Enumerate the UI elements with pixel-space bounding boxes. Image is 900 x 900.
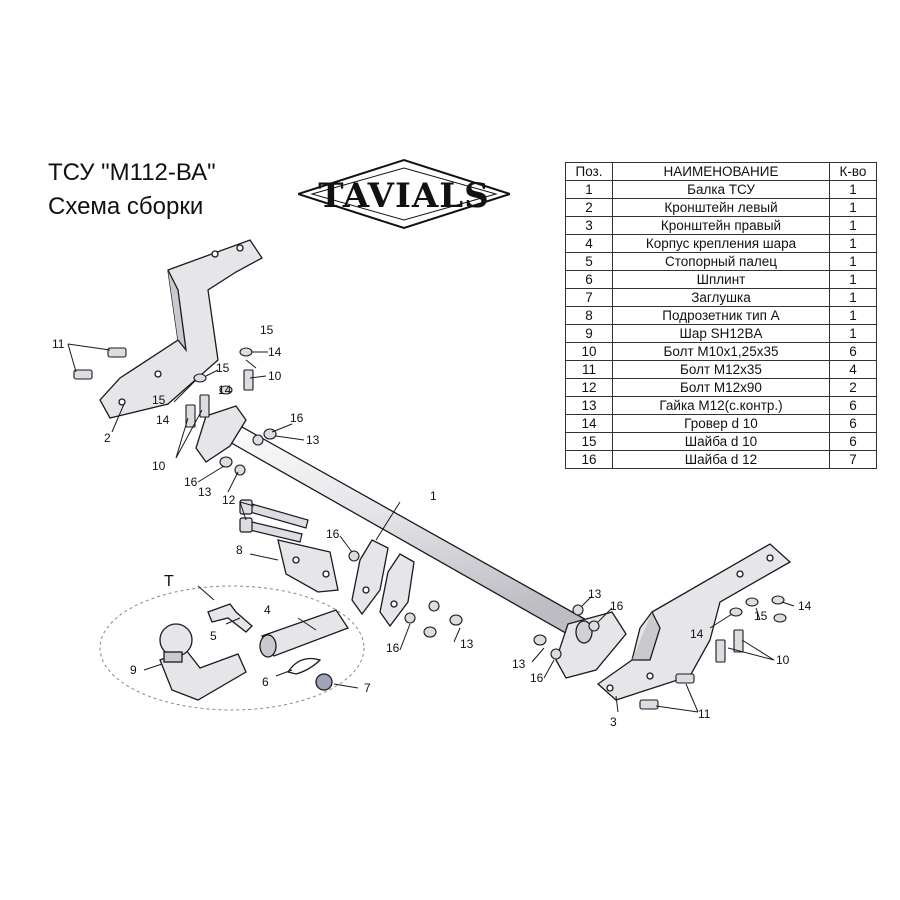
callout-16-c: 16 — [326, 527, 340, 541]
callout-16-e: 16 — [610, 599, 624, 613]
kit-outline — [99, 585, 365, 711]
split-pin — [286, 657, 322, 675]
callout-14-right: 14 — [690, 627, 704, 641]
lock-pin — [207, 603, 253, 633]
cell-name: Подрозетник тип А — [612, 306, 830, 325]
callout-14-far-right: 14 — [798, 599, 812, 613]
callout-13-a: 13 — [306, 433, 320, 447]
callout-11-left: 11 — [52, 337, 65, 351]
cell-pos: 15 — [565, 432, 613, 451]
drawing-title: ТСУ "М112-ВА" — [48, 159, 216, 186]
tavials-logo: TAVIALS — [294, 158, 514, 230]
callout-13-e: 13 — [588, 587, 602, 601]
callout-10-right: 10 — [776, 653, 790, 667]
callout-14-upper: 14 — [268, 345, 282, 359]
callout-14-mid: 14 — [218, 383, 232, 397]
callout-16-d: 16 — [386, 641, 400, 655]
cell-name: Кронштейн левый — [612, 198, 830, 217]
cell-qty: 6 — [829, 396, 877, 415]
cell-qty: 1 — [829, 324, 877, 343]
socket-bracket — [277, 539, 339, 593]
callout-13-b: 13 — [198, 485, 212, 499]
callout-15-mid: 15 — [216, 361, 230, 375]
cell-name: Стопорный палец — [612, 252, 830, 271]
callout-15-upper: 15 — [260, 323, 274, 337]
left-bracket — [99, 239, 263, 419]
tow-ball — [159, 623, 193, 657]
cell-qty: 7 — [829, 450, 877, 469]
callout-6: 6 — [262, 675, 269, 689]
callout-10-left: 10 — [152, 459, 166, 473]
callout-9: 9 — [130, 663, 137, 677]
drawing-subtitle: Схема сборки — [48, 193, 204, 220]
callout-16-a: 16 — [290, 411, 304, 425]
callout-13-c: 13 — [460, 637, 474, 651]
callout-16-f: 16 — [530, 671, 544, 685]
logo-text: TAVIALS — [318, 176, 490, 216]
cell-name: Болт М12х90 — [612, 378, 830, 397]
callout-labels: 1 2 3 4 5 6 7 8 9 10 10 10 11 11 12 13 1… — [52, 323, 812, 729]
leader-lines — [67, 343, 795, 713]
callout-5: 5 — [210, 629, 217, 643]
callout-14-left: 14 — [156, 413, 170, 427]
callout-10-upper: 10 — [268, 369, 282, 383]
callout-7: 7 — [364, 681, 371, 695]
callout-11-right: 11 — [698, 707, 711, 721]
tow-ball-kit — [99, 585, 365, 711]
callout-12: 12 — [222, 493, 236, 507]
plug-cap — [315, 673, 333, 691]
callout-15-right: 15 — [754, 609, 768, 623]
fasteners — [73, 347, 787, 710]
callout-16-b: 16 — [184, 475, 198, 489]
cell-pos: 13 — [565, 396, 613, 415]
callout-1: 1 — [430, 489, 437, 503]
callout-2: 2 — [104, 431, 111, 445]
long-bolts — [239, 499, 309, 543]
callout-3: 3 — [610, 715, 617, 729]
main-beam — [195, 405, 627, 679]
callout-15-left: 15 — [152, 393, 166, 407]
callout-4: 4 — [264, 603, 271, 617]
cell-name: Шайба d 12 — [612, 450, 830, 469]
callout-T: T — [164, 573, 174, 590]
callout-13-d: 13 — [512, 657, 526, 671]
callout-8: 8 — [236, 543, 243, 557]
